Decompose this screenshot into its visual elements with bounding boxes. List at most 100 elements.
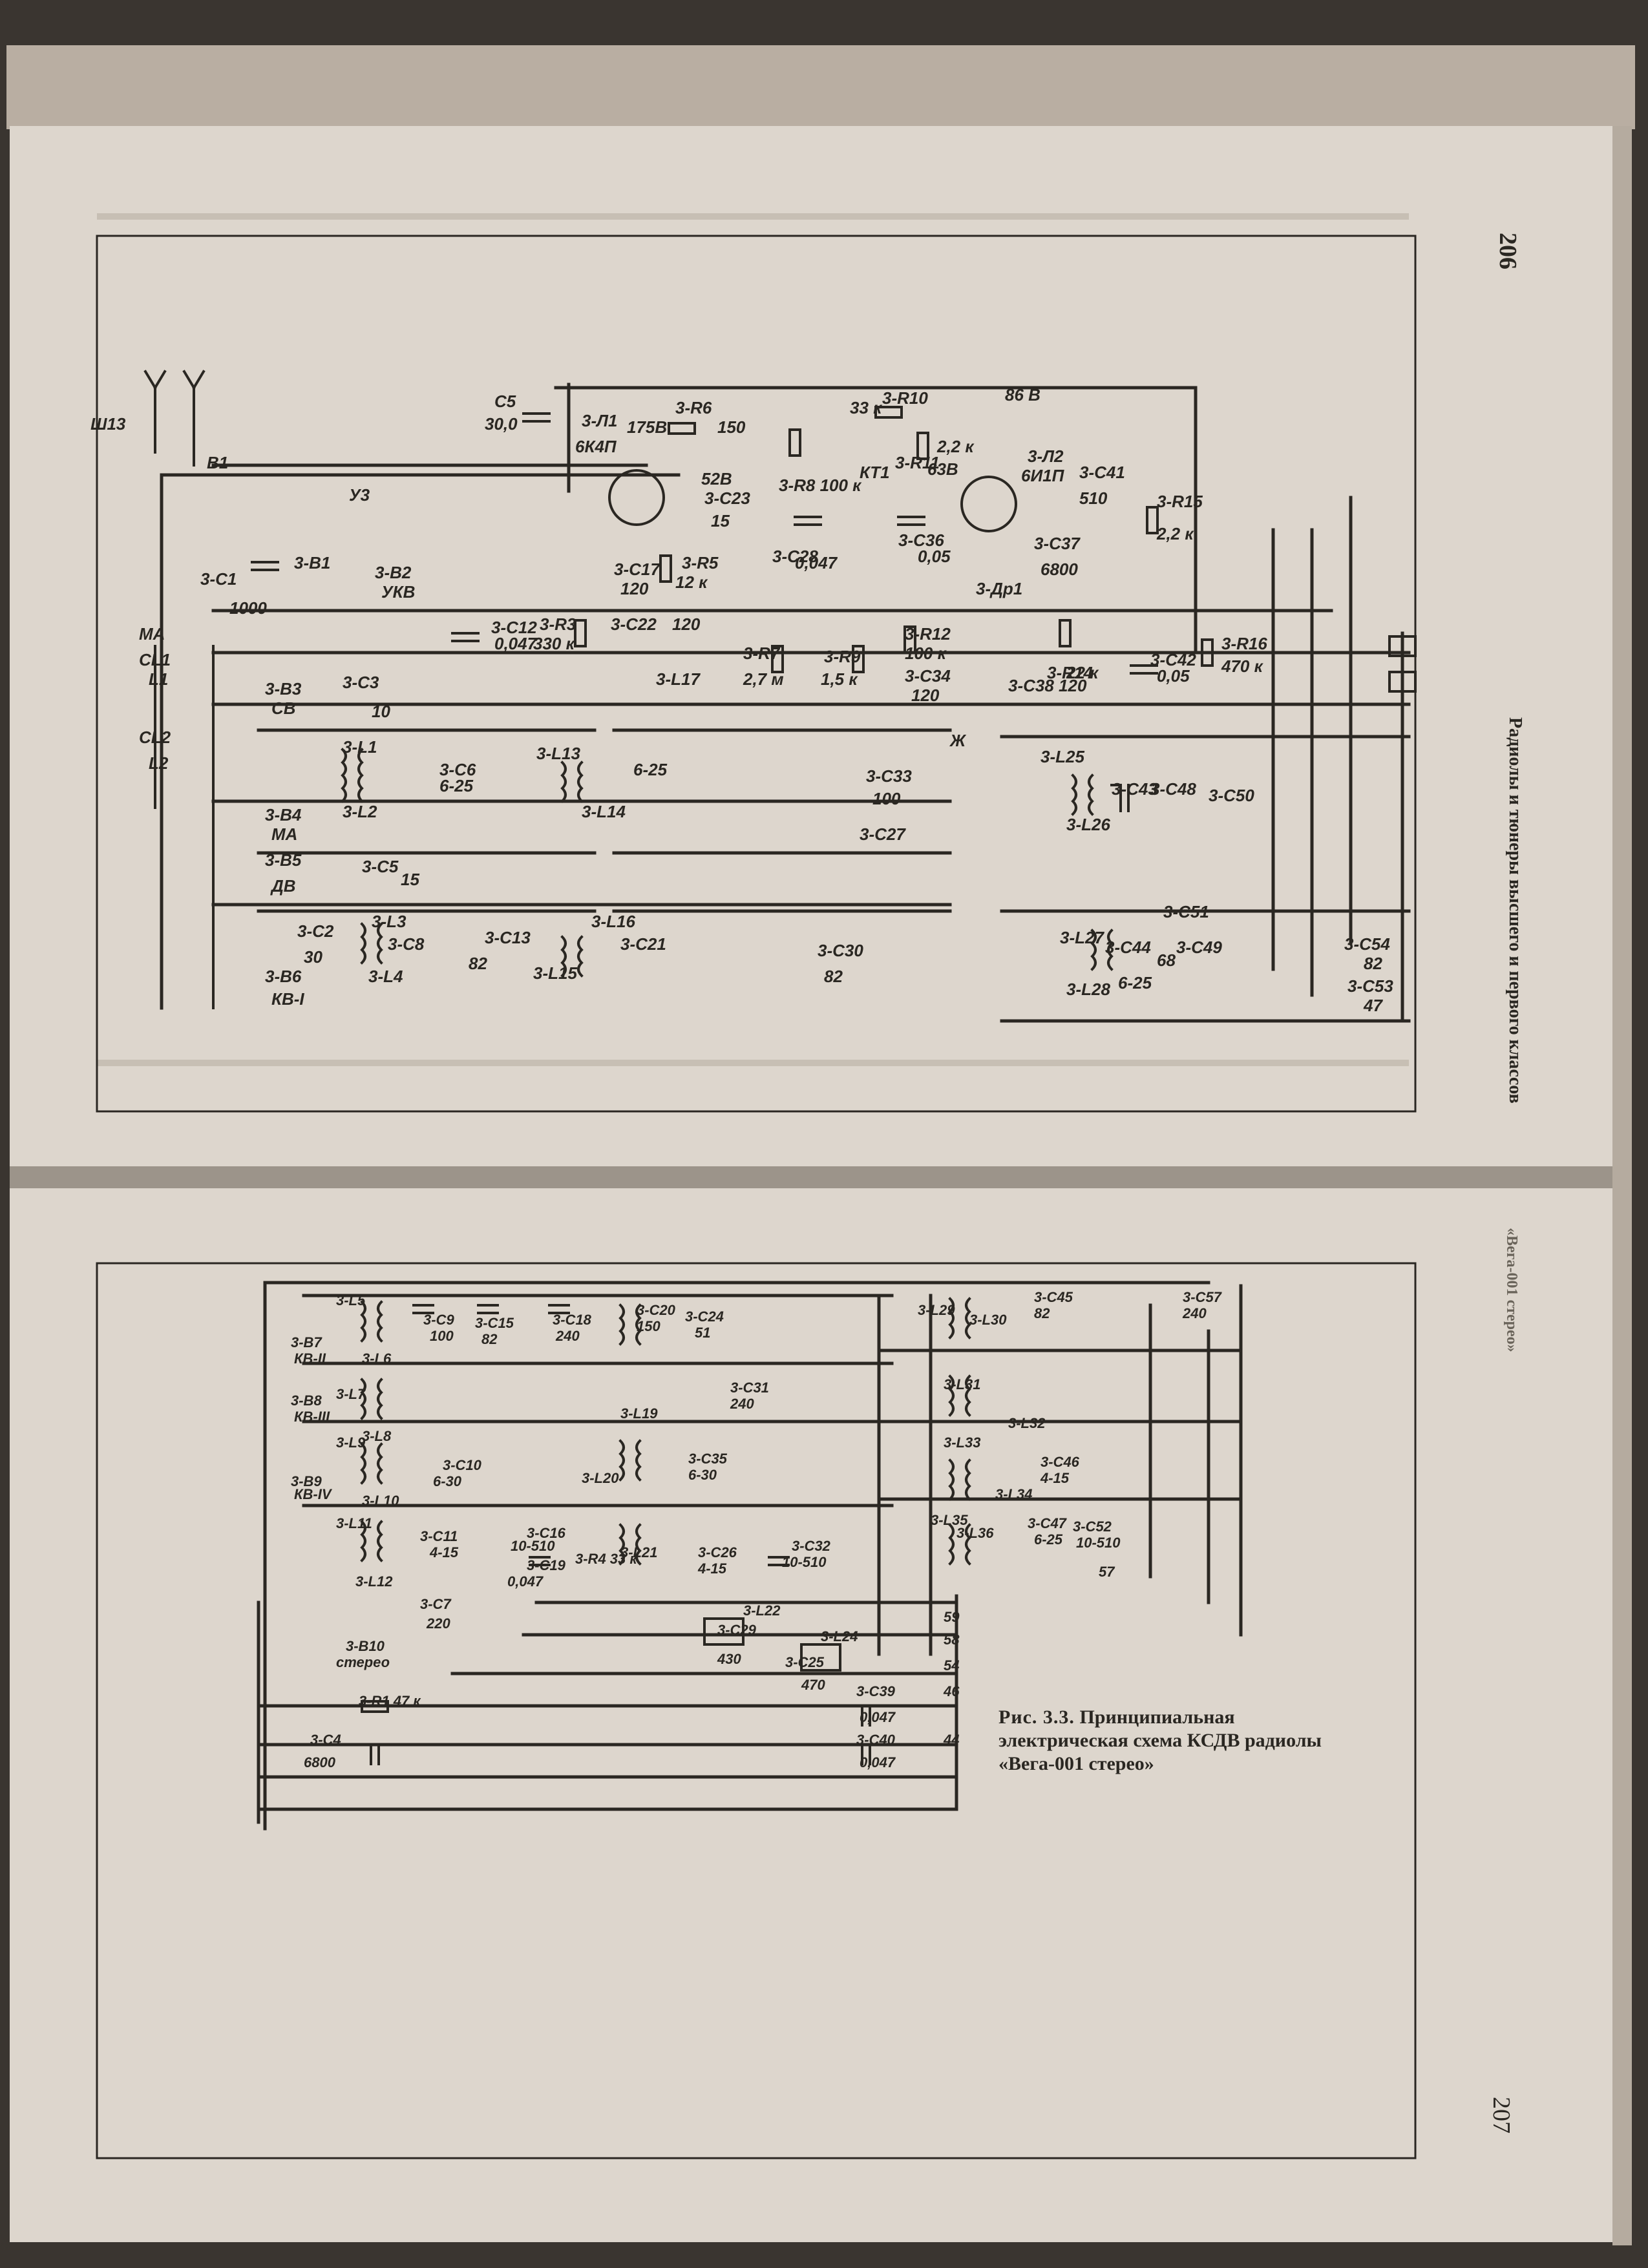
label-c18: 3-С18 xyxy=(553,1312,592,1328)
label-v15: 15 xyxy=(711,511,730,530)
label-l10: 3-L10 xyxy=(362,1493,399,1509)
label-l1c: 3-L1 xyxy=(343,737,377,757)
label-dr1: 3-Др1 xyxy=(976,579,1022,598)
label-c31v: 240 xyxy=(730,1396,754,1412)
label-c44v: 6-25 xyxy=(1118,973,1152,992)
label-r4: 3-R4 33 к xyxy=(575,1551,638,1567)
label-c30v: 82 xyxy=(824,967,843,986)
tube-6k4p xyxy=(608,469,665,526)
label-r7v: 2,7 м xyxy=(743,669,784,689)
label-l19: 3-L19 xyxy=(620,1405,658,1422)
label-c38: 3-С38 120 xyxy=(1008,676,1087,695)
label-r9v: 1,5 к xyxy=(821,669,858,689)
label-r15v: 2,2 к xyxy=(1156,524,1194,543)
label-kb1: КВ-I xyxy=(271,989,304,1009)
label-b1: В1 xyxy=(207,453,228,472)
label-l4: 3-L4 xyxy=(368,967,403,986)
label-kb2: КВ-II xyxy=(294,1350,326,1367)
label-l20: 3-L20 xyxy=(582,1470,619,1486)
label-c34v: 120 xyxy=(911,686,940,705)
label-c42: 3-С42 xyxy=(1150,650,1196,669)
label-c15: 3-С15 xyxy=(475,1315,514,1331)
label-l13: 3-L13 xyxy=(536,744,580,763)
label-r6: 3-R6 xyxy=(675,398,712,417)
label-c4: 3-С4 xyxy=(310,1732,341,1748)
label-c54v: 82 xyxy=(1364,954,1382,973)
label-v175: 175В xyxy=(627,417,667,437)
label-ukv: УКВ xyxy=(381,582,415,602)
label-cl2: СL2 xyxy=(139,728,171,747)
label-r5: 3-R5 xyxy=(682,553,719,572)
label-v33: 33 к xyxy=(850,398,883,417)
label-c25b: 3-С25 xyxy=(785,1654,825,1670)
label-n59: 59 xyxy=(944,1609,960,1625)
label-c57v: 240 xyxy=(1182,1305,1207,1321)
label-l34: 3-L34 xyxy=(995,1486,1032,1502)
label-l15: 3-L15 xyxy=(533,963,577,983)
label-c52v: 10-510 xyxy=(1076,1535,1121,1551)
label-c26: 3-С26 xyxy=(698,1544,737,1560)
label-c34: 3-С34 xyxy=(905,666,951,686)
label-l28: 3-L28 xyxy=(1066,980,1110,999)
label-r10: 3-R10 xyxy=(882,388,928,408)
label-r8: 3-R8 100 к xyxy=(779,476,862,495)
label-r9: 3-R9 xyxy=(824,647,861,666)
label-n46: 46 xyxy=(943,1683,960,1699)
label-c27: 3-С27 xyxy=(860,824,906,844)
label-l21: 3-L21 xyxy=(620,1544,657,1560)
label-c1v: 1000 xyxy=(229,598,267,618)
label-kt1: КТ1 xyxy=(860,463,890,482)
label-r14v: 22 к xyxy=(1066,663,1099,682)
label-c29v: 430 xyxy=(717,1651,741,1667)
label-c23: 3-С23 xyxy=(704,488,750,508)
label-c40: 3-С40 xyxy=(856,1732,896,1748)
page-stack-edge xyxy=(6,45,1635,129)
label-r11v: 2,2 к xyxy=(936,437,975,456)
running-header-lower: «Вега-001 стерео» xyxy=(1503,1228,1520,1352)
label-c22v: 120 xyxy=(672,614,701,634)
label-l11: 3-L11 xyxy=(336,1515,372,1531)
label-c48: 3-С48 xyxy=(1150,779,1196,799)
label-l3: 3-L3 xyxy=(372,912,407,931)
label-c37: 3-С37 xyxy=(1034,534,1081,553)
label-c32v: 10-510 xyxy=(782,1554,827,1570)
figure-caption: Рис. 3.3. Принципиальная электрическая с… xyxy=(998,1706,1335,1776)
label-c31: 3-С31 xyxy=(730,1380,769,1396)
label-c26v: 4-15 xyxy=(697,1560,727,1577)
label-r14: 3-R14 xyxy=(1047,663,1093,682)
label-b6: 3-В6 xyxy=(265,967,302,986)
label-c7v: 220 xyxy=(426,1615,450,1632)
label-c28v: 0,047 xyxy=(795,553,838,572)
label-l2t: 3-Л2 xyxy=(1028,446,1064,466)
label-l36: 3-L36 xyxy=(956,1525,994,1541)
label-l27: 3-L27 xyxy=(1060,928,1104,947)
label-c12: 3-С12 xyxy=(491,618,537,637)
label-c3: 3-С3 xyxy=(343,673,379,692)
label-c5bv: 15 xyxy=(401,870,419,889)
label-c53: 3-С53 xyxy=(1347,976,1393,996)
label-n44: 44 xyxy=(943,1732,959,1748)
label-l26: 3-L26 xyxy=(1066,815,1110,834)
label-n57: 57 xyxy=(1099,1564,1115,1580)
label-l33: 3-L33 xyxy=(944,1434,980,1451)
label-l14: 3-L14 xyxy=(582,802,626,821)
page-number-right: 207 xyxy=(1488,2097,1515,2134)
label-l22: 3-L22 xyxy=(743,1602,781,1619)
label-b5: 3-В5 xyxy=(265,850,302,870)
label-l7: 3-L7 xyxy=(336,1386,366,1402)
label-r7: 3-R7 xyxy=(743,644,781,663)
label-l2: L2 xyxy=(149,753,169,773)
label-c5b: 3-С5 xyxy=(362,857,399,876)
label-u3: У3 xyxy=(349,485,370,505)
label-db: ДВ xyxy=(270,876,296,896)
label-l8: 3-L8 xyxy=(362,1428,392,1444)
label-b4: 3-В4 xyxy=(265,805,302,824)
label-c1: 3-С1 xyxy=(200,569,237,589)
figure-caption-text: Принципиальная электрическая схема КСДВ … xyxy=(998,1706,1322,1774)
label-c33: 3-С33 xyxy=(866,766,912,786)
label-b8: 3-В8 xyxy=(291,1392,322,1409)
tube-6i1p xyxy=(960,476,1017,532)
label-c39: 3-С39 xyxy=(856,1683,896,1699)
label-l16: 3-L16 xyxy=(591,912,635,931)
label-c41: 3-С41 xyxy=(1079,463,1125,482)
